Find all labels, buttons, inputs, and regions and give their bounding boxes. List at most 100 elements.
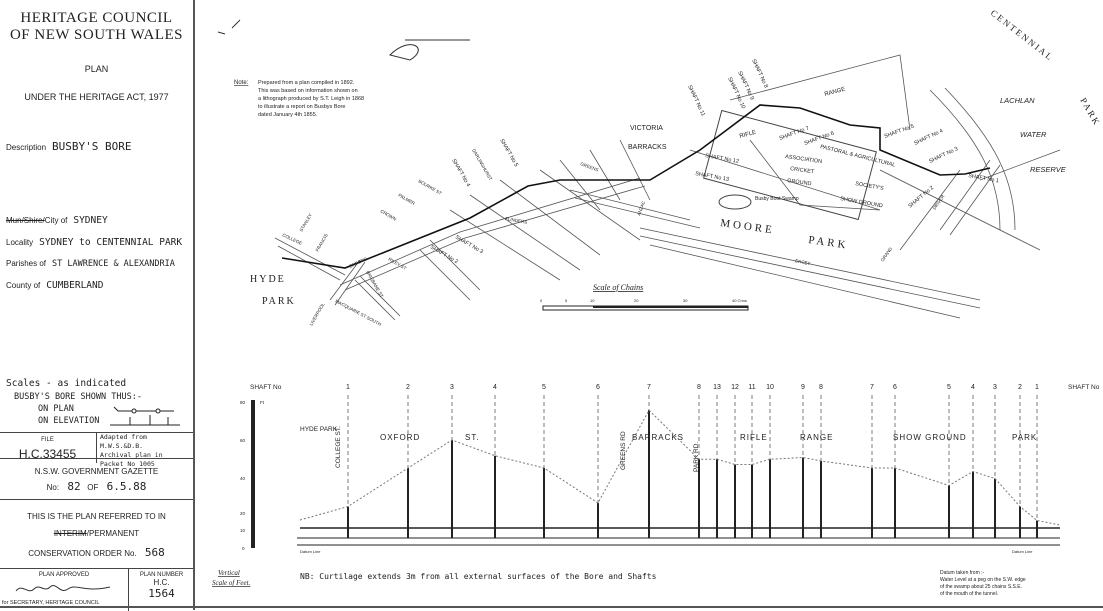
county-label: County of: [6, 281, 41, 290]
plan-number-label: PLAN NUMBER: [139, 572, 184, 578]
shaft-bar: [751, 464, 753, 538]
locality-label: Locality: [6, 238, 34, 247]
street-labels: COLLEGE STANLEY FRANCIS OXFORD LIVERPOOL…: [282, 148, 946, 327]
gazette-label: N.S.W. GOVERNMENT GAZETTE: [34, 467, 159, 476]
shaft-number: 1: [346, 384, 350, 391]
bore-line-elevation: [297, 537, 1060, 546]
vertical-scale-title-2: Scale of Feet.: [212, 579, 251, 587]
shaft-bar: [451, 440, 453, 538]
shaft-label: SHAFT No 7: [779, 126, 810, 142]
org-line-2: OF NEW SOUTH WALES: [9, 27, 184, 43]
shaft-bar: [698, 459, 700, 538]
plan-heading: PLAN: [84, 64, 109, 74]
vertical-scale-ticks: 80 60 40 20 10 0 Ft: [240, 400, 265, 551]
street-label: OXFORD: [348, 256, 368, 269]
hyde-park-label: PARK: [262, 296, 296, 307]
description-value: BUSBY'S BORE: [52, 140, 132, 153]
water-label: WATER: [1020, 130, 1047, 139]
scales-note: Scales - as indicated: [6, 378, 127, 389]
file-box: FILE H.C.33455 Adapted from M.W.S.&D.B.A…: [0, 432, 193, 481]
hyde-park-elev-label: HYDE PARK: [300, 426, 338, 433]
interim-struck: INTERIM: [53, 529, 87, 538]
shaft-number: 2: [1018, 384, 1022, 391]
gazette-row: No: 82 OF 6.5.88: [0, 480, 193, 493]
datum-line: Water Level at a peg on the S.W. edge: [940, 577, 1026, 583]
shaft-row-label-left: SHAFT No: [250, 384, 282, 391]
approved-label: PLAN APPROVED: [38, 572, 90, 578]
ornament-icon: [389, 39, 470, 61]
shaft-bar: [894, 468, 896, 538]
scale-tick: 20: [634, 298, 639, 303]
parishes-value: ST LAWRENCE & ALEXANDRIA: [52, 259, 175, 269]
adapted-line: Adapted from M.W.S.&D.B.: [100, 433, 147, 450]
shaft-number: 13: [713, 384, 721, 391]
shaft-label: SHAFT No 3: [928, 146, 959, 165]
shaft-number: 12: [731, 384, 739, 391]
street-label: LIVERPOOL: [309, 301, 326, 326]
shaft-number: 5: [947, 384, 951, 391]
shaft-bar: [734, 464, 736, 538]
street-label: CROWN: [380, 209, 398, 222]
scale-tick: 80: [240, 400, 246, 405]
shaft-row-label-right: SHAFT No: [1068, 384, 1100, 391]
scale-tick: 60: [240, 438, 246, 443]
street-label: ANZAC: [636, 200, 646, 217]
mun-value: SYDNEY: [73, 215, 108, 226]
legend-symbols: [110, 406, 180, 426]
range-elev-label: RANGE: [800, 433, 833, 442]
shaft-bar: [769, 459, 771, 538]
bore-line-plan: [281, 104, 991, 269]
gazette-box: N.S.W. GOVERNMENT GAZETTE No: 82 OF 6.5.…: [0, 458, 193, 499]
rifle-elev-label: RIFLE: [740, 433, 768, 442]
shaft-bar: [407, 468, 409, 538]
datum-note: Datum taken from :- Water Level at a peg…: [940, 570, 1026, 597]
reserve-label: RESERVE: [1030, 165, 1067, 174]
elevation-labels: HYDE PARK COLLEGE ST. OXFORD ST. GREENS …: [300, 426, 1037, 472]
datum-line-label: Datum Line: [300, 549, 321, 554]
scale-unit: Ft: [260, 400, 265, 405]
note-line: a lithograph produced by S.T. Leigh in 1…: [258, 96, 364, 102]
range-label: RANGE: [824, 87, 846, 98]
barracks-label: BARRACKS: [628, 144, 667, 151]
scale-tick: 0: [242, 546, 245, 551]
street-label: GREENS: [580, 161, 600, 172]
scale-tick: 10: [590, 298, 595, 303]
shaft-number: 7: [870, 384, 874, 391]
show-ground-elev-label: SHOW GROUND: [893, 433, 967, 442]
scale-tick: 40 Chns: [732, 298, 747, 303]
approval-box: PLAN APPROVED for SECRETARY, HERITAGE CO…: [0, 568, 193, 611]
swamp-label: Busby Boot Swamp: [755, 196, 799, 202]
street-label: RILEY ST: [388, 257, 408, 271]
shaft-labels: SHAFT No 1 SHAFT No 2 SHAFT No 3 SHAFT N…: [429, 58, 999, 265]
park-elev-label: PARK: [1012, 433, 1037, 442]
shaft-bar: [597, 503, 599, 538]
shaft-number: 2: [406, 384, 410, 391]
scale-tick: 0: [540, 298, 543, 303]
shaft-bar: [948, 485, 950, 538]
shaft-bar: [543, 468, 545, 538]
shaft-number: 3: [450, 384, 454, 391]
county-value: CUMBERLAND: [46, 280, 104, 291]
shaft-label: SHAFT No 2: [429, 245, 459, 266]
mun-label: City of: [44, 216, 68, 225]
park-rd-label: PARK RD.: [693, 442, 700, 472]
street-label: COLLEGE: [282, 232, 303, 246]
shaft-bar: [820, 461, 822, 538]
parishes-label: Parishes of: [6, 259, 47, 268]
shaft-bar: [871, 468, 873, 538]
note-line: This was based on information shown on: [258, 88, 358, 94]
shaft-bar: [494, 455, 496, 538]
swamp-outline: [718, 194, 752, 210]
shaft-bar: [1036, 520, 1038, 538]
shaft-label: SHAFT No 5: [884, 124, 915, 140]
order-label: CONSERVATION ORDER No.: [28, 549, 137, 558]
on-elevation-label: ON ELEVATION: [38, 416, 100, 426]
gazette-date: 6.5.88: [106, 480, 147, 493]
shaft-number: 4: [493, 384, 497, 391]
